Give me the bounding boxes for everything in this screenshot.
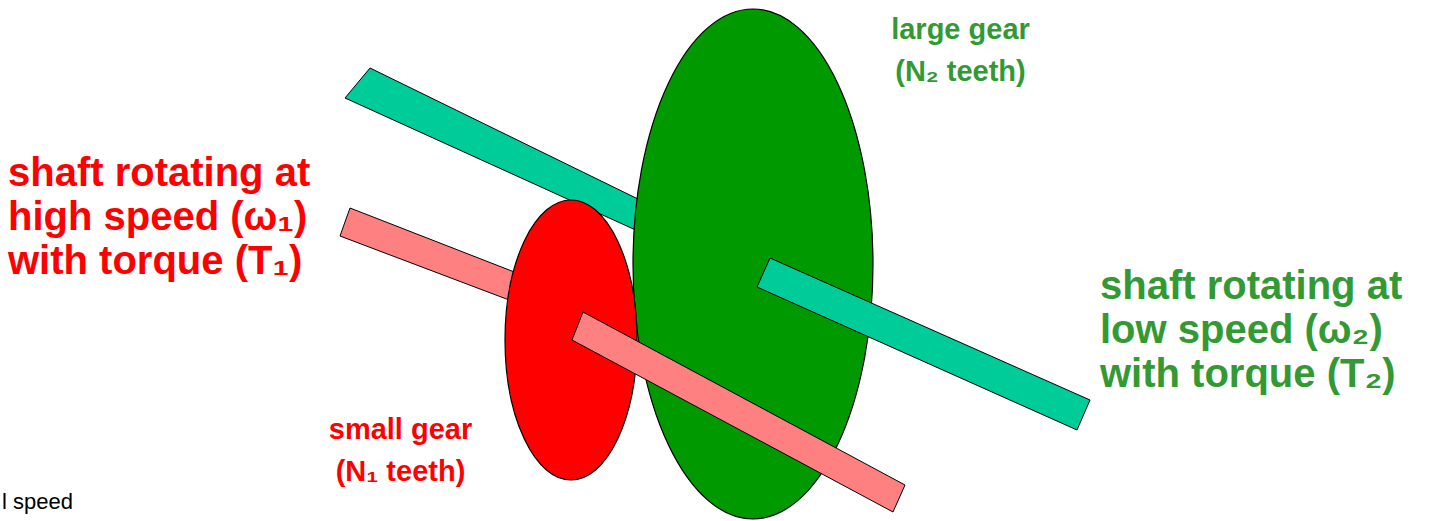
gear-label: small gear (N₁ teeth)	[318, 408, 483, 492]
driven-shaft-back	[345, 68, 640, 232]
shaft-label: shaft rotating at low speed (ω₂) with to…	[1100, 263, 1430, 395]
gear-label: large gear (N₂ teeth)	[878, 8, 1043, 92]
cut-off-text: l speed	[2, 488, 122, 516]
shaft-label: shaft rotating at high speed (ω₁) with t…	[8, 150, 343, 282]
driven-shaft-front	[757, 258, 1090, 430]
drive-shaft-front	[572, 312, 905, 512]
large-gear	[633, 9, 873, 519]
drive-shaft-back	[340, 208, 522, 303]
